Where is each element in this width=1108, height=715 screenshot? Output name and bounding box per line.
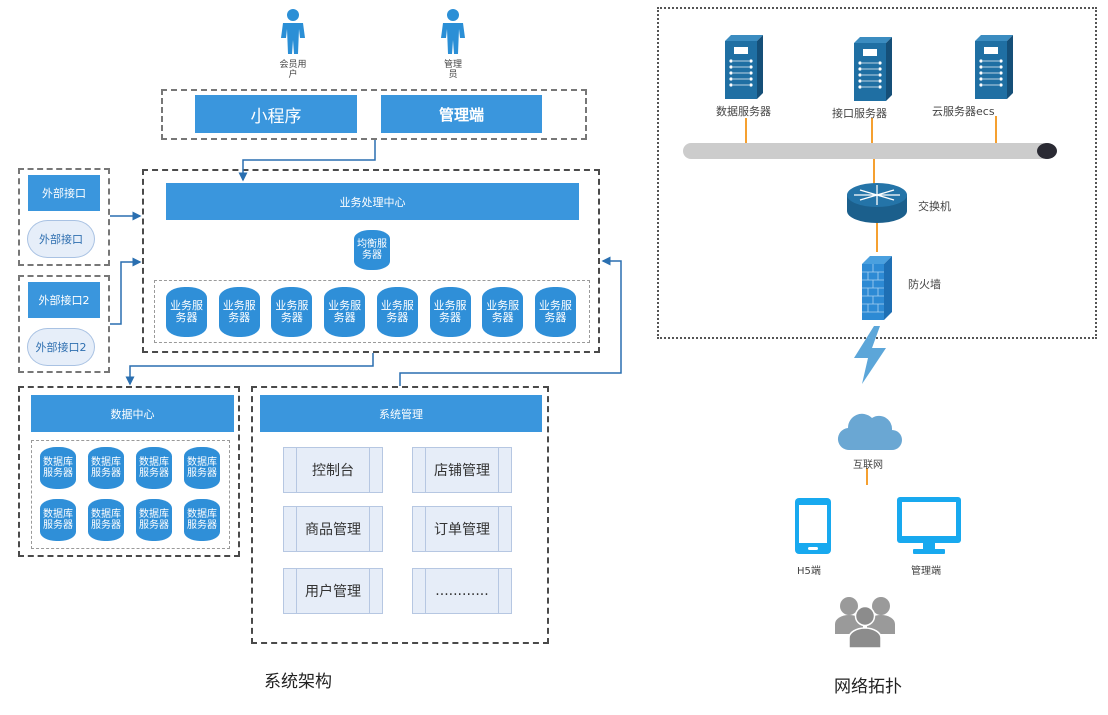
- system-module: 商品管理: [283, 506, 383, 552]
- users-group-icon: [835, 597, 895, 649]
- internet-label: 互联网: [853, 460, 883, 471]
- lightning-icon: [854, 326, 886, 384]
- external-interface-bar: 外部接口2: [28, 282, 100, 318]
- monitor-icon: [897, 497, 961, 554]
- firewall-label: 防火墙: [908, 278, 941, 291]
- database-server: 数据库服务器: [40, 447, 76, 489]
- database-server: 数据库服务器: [184, 499, 220, 541]
- business-server: 业务服务器: [324, 287, 366, 337]
- external-interface-group-1: [18, 168, 110, 266]
- client-miniprogram: 小程序: [195, 95, 357, 133]
- switch-label: 交换机: [918, 200, 951, 213]
- network-bus: [683, 143, 1057, 159]
- actor-label-line1: 会员用: [279, 60, 307, 70]
- business-center-title: 业务处理中心: [166, 183, 579, 220]
- external-interface-cylinder: 外部接口: [27, 220, 95, 258]
- business-servers-group: [154, 280, 590, 343]
- business-center-group: [142, 169, 600, 353]
- database-server: 数据库服务器: [40, 499, 76, 541]
- database-server: 数据库服务器: [136, 499, 172, 541]
- server-zone-group: [657, 7, 1097, 339]
- server-label: 数据服务器: [716, 105, 771, 118]
- business-server: 业务服务器: [376, 287, 418, 337]
- database-server: 数据库服务器: [88, 447, 124, 489]
- smartphone-icon: [795, 498, 831, 554]
- business-server: 业务服务器: [534, 287, 576, 337]
- connector-clients-to-business: [238, 140, 376, 182]
- database-server: 数据库服务器: [136, 447, 172, 489]
- external-interface-group-2: [18, 275, 110, 373]
- actor-label-line2: 户: [288, 70, 298, 80]
- router-switch-icon: [847, 183, 907, 223]
- server-tower-icon: [725, 35, 763, 103]
- load-balancer-server: 均衡服务器: [354, 230, 390, 270]
- business-server: 业务服务器: [218, 287, 260, 337]
- connector-sysmgmt-to-business: [399, 256, 622, 386]
- database-server: 数据库服务器: [88, 499, 124, 541]
- database-server: 数据库服务器: [184, 447, 220, 489]
- system-module: 订单管理: [412, 506, 512, 552]
- system-module: 用户管理: [283, 568, 383, 614]
- actor-member: 会员用 户: [278, 8, 308, 80]
- server-label: 接口服务器: [832, 107, 887, 120]
- data-center-group: [18, 386, 240, 557]
- business-server: 业务服务器: [166, 287, 207, 337]
- business-server: 业务服务器: [482, 287, 524, 337]
- business-server: 业务服务器: [271, 287, 313, 337]
- system-management-group: [251, 386, 549, 644]
- business-server: 业务服务器: [429, 287, 471, 337]
- external-interface-bar: 外部接口: [28, 175, 100, 211]
- cloud-icon: [837, 413, 902, 451]
- server-tower-icon: [854, 37, 892, 105]
- admin-endpoint-label: 管理端: [911, 566, 941, 577]
- system-management-title: 系统管理: [260, 395, 542, 432]
- system-module: 店铺管理: [412, 447, 512, 493]
- firewall-icon: [862, 256, 892, 320]
- server-label: 云服务器ecs: [932, 105, 995, 118]
- client-admin: 管理端: [381, 95, 542, 133]
- database-servers-group: [31, 440, 230, 549]
- architecture-caption: 系统架构: [264, 672, 332, 692]
- data-center-title: 数据中心: [31, 395, 234, 432]
- connector-business-to-datacenter: [125, 353, 374, 386]
- person-icon: [441, 9, 465, 54]
- topology-caption: 网络拓扑: [834, 677, 902, 697]
- connector-ext2-to-business: [110, 257, 142, 325]
- actor-admin: 管理 员: [438, 8, 468, 80]
- server-tower-icon: [975, 35, 1013, 103]
- actor-label-line2: 员: [448, 70, 458, 80]
- actor-admin-label: 管理 员: [438, 60, 468, 80]
- architecture-connectors: [110, 140, 622, 386]
- actor-label-line1: 管理: [443, 60, 462, 70]
- h5-endpoint-label: H5端: [797, 566, 821, 577]
- system-module: ............: [412, 568, 512, 614]
- person-icon: [281, 9, 305, 54]
- external-interface-cylinder: 外部接口2: [27, 328, 95, 366]
- clients-group: [161, 89, 587, 140]
- actor-member-label: 会员用 户: [278, 60, 308, 80]
- system-module: 控制台: [283, 447, 383, 493]
